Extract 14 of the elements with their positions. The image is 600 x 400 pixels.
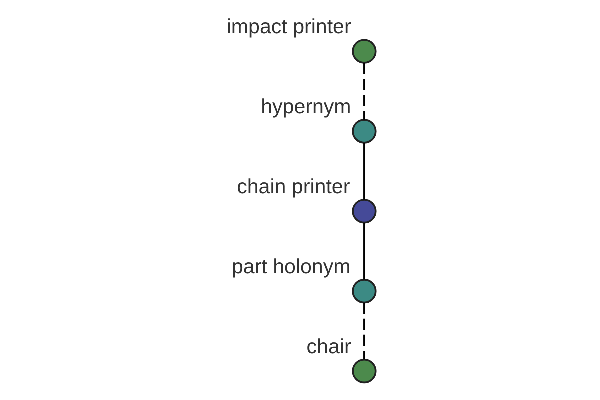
node-circle: [352, 358, 376, 384]
node-label: impact printer: [226, 16, 351, 39]
connector: [363, 222, 365, 280]
node-circle: [352, 199, 376, 224]
connector: [363, 143, 365, 200]
node-label: hypernym: [260, 96, 351, 119]
node-label: part holonym: [231, 256, 350, 279]
node-circle: [352, 119, 376, 144]
node-circle: [352, 279, 376, 304]
connector: [363, 302, 365, 360]
connector: [363, 63, 365, 120]
node-circle: [352, 39, 376, 64]
node-label: chair: [306, 335, 351, 358]
node-label: chain printer: [236, 176, 350, 199]
